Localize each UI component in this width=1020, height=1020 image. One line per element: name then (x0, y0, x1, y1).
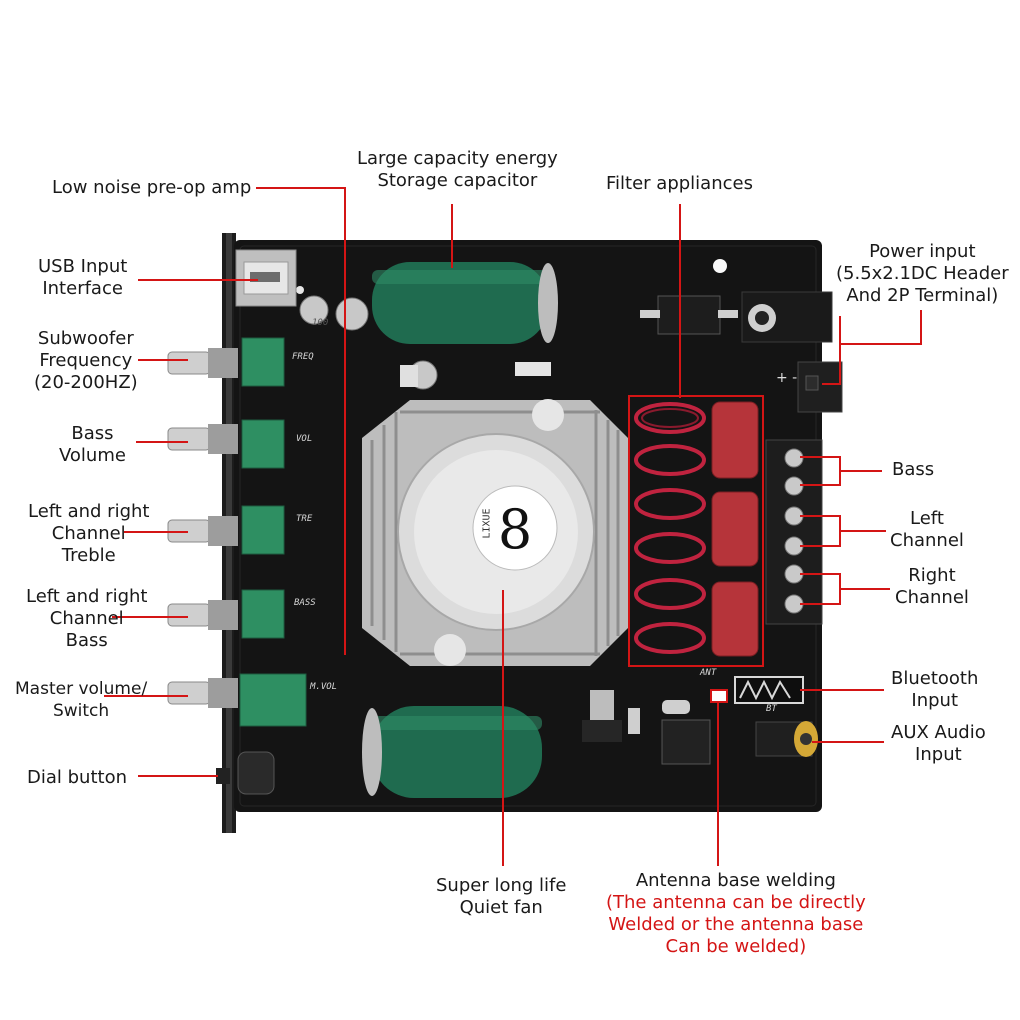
cooling-fan: 8 (397, 433, 595, 631)
pot-vol (167, 419, 285, 469)
label-bass-output: Bass (892, 459, 935, 480)
svg-text:+ -: + - (776, 370, 797, 386)
storage-capacitor-bottom (362, 706, 542, 798)
fan-logo-glyph: 8 (498, 498, 532, 561)
film-capacitors (711, 401, 759, 657)
silk-freq: FREQ (292, 352, 314, 362)
speaker-terminal-block (765, 439, 823, 625)
callout-lines (104, 187, 922, 866)
antenna-pad (710, 689, 728, 703)
pot-mvol (167, 673, 307, 727)
mount-hole (713, 259, 727, 273)
silk-ant: ANT (700, 668, 717, 678)
label-filter: Filter appliances (606, 173, 753, 194)
aux-jack (755, 721, 818, 757)
silk-mvol: M.VOL (310, 682, 338, 692)
dial-button (216, 768, 230, 784)
silk-bt: BT (766, 704, 777, 714)
pot-freq (167, 337, 285, 387)
fan-brand: LIXUE (481, 508, 493, 539)
dc-jack (741, 291, 833, 343)
silk-tre: TRE (296, 514, 313, 524)
storage-capacitor-top (372, 262, 558, 344)
cap-value-label: 100 (312, 318, 329, 328)
filter-highlight-box (628, 395, 764, 667)
filter-coils (634, 402, 706, 654)
regulator-chip (590, 690, 614, 720)
label-antenna: Antenna base welding (The antenna can be… (606, 870, 866, 957)
label-low-noise: Low noise pre-op amp (52, 177, 252, 198)
diode (640, 295, 738, 335)
antenna-title: Antenna base welding (635, 870, 836, 891)
pot-bass (167, 589, 285, 639)
power-terminal-2p: + - (776, 361, 843, 413)
label-dial: Dial button (27, 767, 127, 788)
resistor-smd (515, 362, 551, 376)
usb-port (235, 249, 297, 307)
silk-bass: BASS (294, 598, 316, 608)
silk-vol: VOL (296, 434, 313, 444)
label-master-volume: Master volume/Switch (15, 679, 148, 721)
bt-chip (661, 719, 711, 765)
